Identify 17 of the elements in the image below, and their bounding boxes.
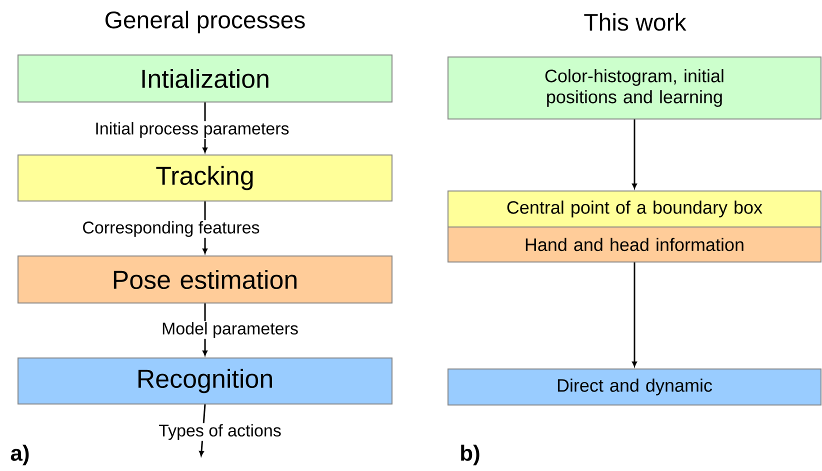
process-box: Recognition [18,358,392,404]
process-box: Direct and dynamic [448,368,822,406]
panel-heading: This work [584,13,686,31]
arrow [632,120,637,189]
arrow [632,262,637,367]
edge-label: Initial process parameters [94,121,290,139]
process-box: Intialization [18,54,392,102]
edge-label: Model parameters [160,321,300,339]
edge-label: Corresponding features [81,220,261,238]
process-box: Central point of a boundary box [448,190,822,228]
process-box: Color-histogram, initial positions and learning [448,56,822,120]
edge-label: Types of actions [158,423,282,441]
process-box: Pose estimation [18,256,392,304]
panel-letter: a) [10,444,29,466]
process-box: Hand and head information [448,226,822,262]
process-box: Tracking [18,154,392,202]
panel-letter: b) [461,444,480,466]
